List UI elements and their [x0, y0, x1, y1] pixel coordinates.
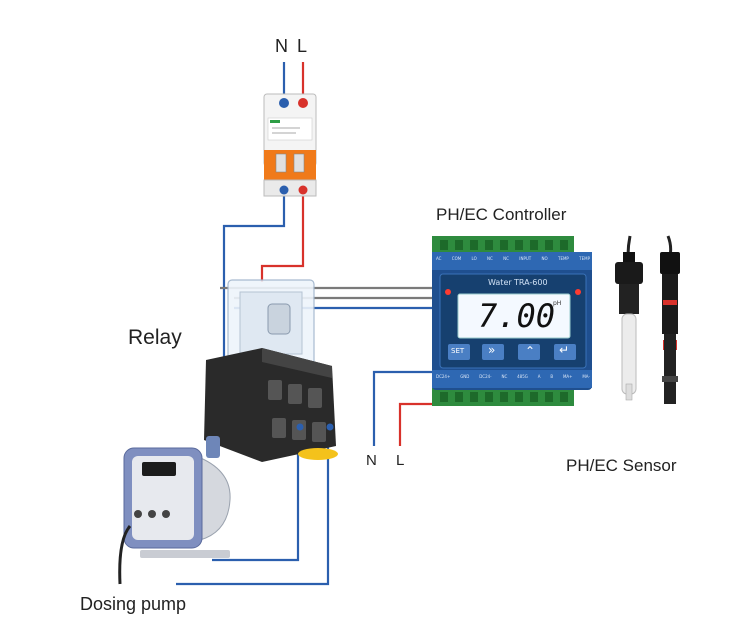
terminal-label: A [537, 374, 541, 379]
live-wire-controller [398, 402, 440, 446]
ph-ec-sensor [615, 235, 680, 404]
ph-display-unit: pH [553, 300, 562, 307]
dosing-pump [118, 436, 231, 585]
terminal-label: NC [487, 256, 493, 261]
terminal-label: NC [503, 256, 509, 261]
controller-model: TRA-600 [514, 278, 548, 287]
terminal-label: NC [501, 374, 508, 379]
terminal-label: TEMP [579, 256, 590, 261]
terminal-label: 485G [517, 374, 528, 379]
next-button: » [488, 343, 496, 357]
relay-label: Relay [128, 326, 182, 349]
bottom-terminal-labels: DC24+ GND DC24- NC 485G A B MA+ MA- [436, 374, 590, 379]
top-terminal-labels: AC COM LO NC NC INPUT NO TEMP TEMP [436, 256, 590, 261]
terminal-label: DC24- [479, 374, 492, 379]
ph-ec-controller [432, 236, 592, 406]
terminal-label: DC24+ [436, 374, 451, 379]
pump-label: Dosing pump [80, 594, 187, 614]
terminal-label: INPUT [519, 256, 532, 261]
mains-right-l-label: L [396, 452, 405, 469]
pump-wire-2 [176, 430, 330, 586]
terminal-label: NO [541, 256, 548, 261]
terminal-label: GND [460, 374, 470, 379]
pump-wire-1 [212, 430, 300, 562]
terminal-label: MA- [582, 374, 590, 379]
mains-right-n-label: N [366, 452, 377, 469]
controller-label: PH/EC Controller [436, 205, 567, 224]
circuit-breaker [263, 93, 317, 197]
up-button: ⌃ [525, 344, 536, 358]
neutral-wire-controller [372, 370, 440, 446]
terminal-label: MA+ [562, 374, 573, 379]
terminal-label: LO [471, 256, 477, 261]
live-wire-breaker-out [260, 190, 305, 282]
mains-top-n-label: N [275, 36, 288, 56]
set-button: SET [451, 347, 465, 355]
mains-top-l-label: L [297, 36, 308, 56]
relay [204, 279, 338, 462]
enter-button: ↵ [559, 343, 570, 357]
sensor-label: PH/EC Sensor [566, 456, 677, 475]
ph-display-value: 7.00 [478, 297, 556, 335]
terminal-label: B [550, 374, 554, 379]
terminal-label: AC [436, 256, 442, 261]
controller-brand: Water [488, 278, 512, 287]
terminal-label: COM [451, 256, 462, 261]
terminal-label: TEMP [558, 256, 569, 261]
